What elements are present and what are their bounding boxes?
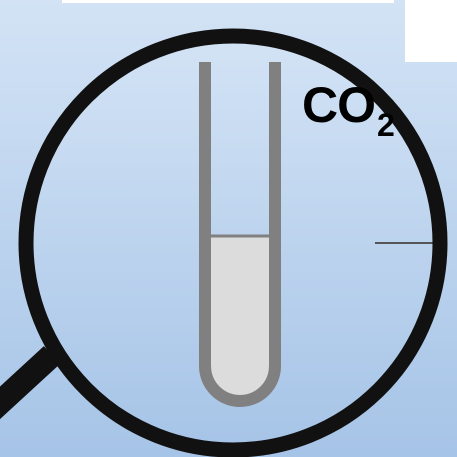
formula-main: CO <box>302 77 376 133</box>
magnifier-handle <box>0 346 61 420</box>
test-tube-icon <box>199 62 281 407</box>
co2-formula-label: CO2 <box>302 77 395 143</box>
tube-liquid <box>211 236 269 395</box>
top-white-box <box>62 0 394 3</box>
formula-subscript: 2 <box>377 107 395 143</box>
top-right-white-box <box>405 0 457 62</box>
magnifying-glass-icon <box>18 28 448 457</box>
